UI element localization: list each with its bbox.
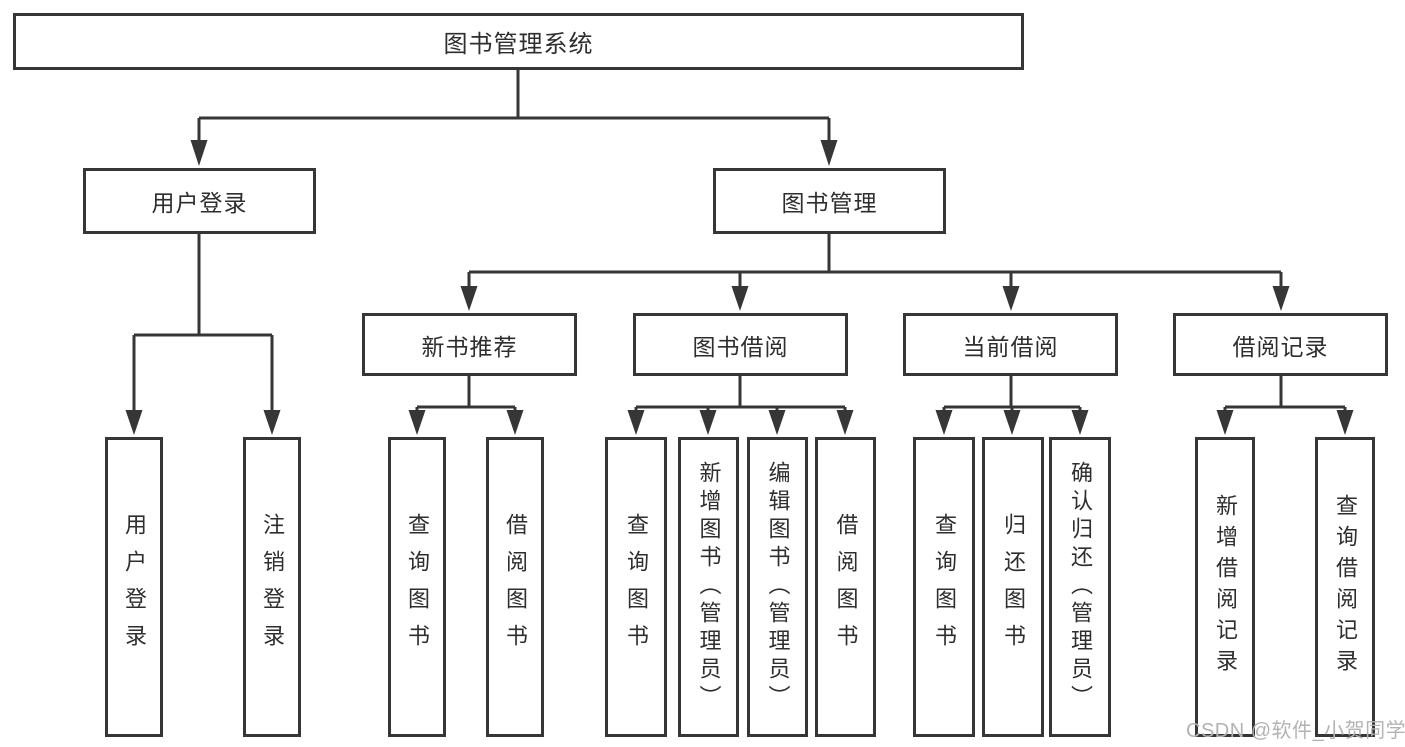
leaf-label: 新增借阅记录 [1213,494,1238,680]
leaf-confirm-return-admin: 确认归还（管理员） [1049,437,1111,737]
leaf-label: 查询借阅记录 [1333,494,1358,680]
arrow-down-icon [836,410,854,435]
node-label: 借阅记录 [1232,333,1329,360]
arrow-down-icon [263,410,281,435]
arrow-down-icon [1002,286,1020,311]
arrow-down-icon [935,410,953,435]
arrow-down-icon [408,410,426,435]
leaf-label: 借阅图书 [833,513,859,661]
node-borrowing-records: 借阅记录 [1173,313,1388,376]
leaf-query-books-recommend: 查询图书 [388,437,446,737]
node-label: 图书管理 [781,190,878,216]
node-label: 当前借阅 [962,333,1059,360]
arrow-down-icon [1272,286,1290,311]
leaf-label: 查询图书 [932,513,957,661]
node-user-login: 用户登录 [83,168,316,234]
node-library-management-system: 图书管理系统 [13,13,1024,70]
node-book-borrowing: 图书借阅 [633,313,848,376]
node-label: 用户登录 [151,190,248,216]
arrow-down-icon [699,410,717,435]
arrow-down-icon [731,286,749,311]
leaf-query-books-borrowing: 查询图书 [605,437,667,737]
node-current-borrowing: 当前借阅 [903,313,1118,376]
arrow-down-icon [1003,410,1021,435]
arrow-down-icon [506,410,524,435]
node-book-management: 图书管理 [713,168,946,234]
arrow-down-icon [1336,410,1354,435]
leaf-label: 注销登录 [260,513,285,661]
node-new-book-recommendation: 新书推荐 [362,313,577,376]
leaf-add-book-admin: 新增图书（管理员） [678,437,739,737]
arrow-down-icon [768,410,786,435]
leaf-label: 查询图书 [405,513,430,661]
leaf-label: 查询图书 [624,513,649,661]
leaf-borrow-books-recommend: 借阅图书 [486,437,544,737]
leaf-user-login: 用户登录 [105,437,163,737]
arrow-down-icon [820,140,838,166]
leaf-add-borrow-record: 新增借阅记录 [1195,437,1255,737]
node-label: 图书管理系统 [443,31,594,58]
arrow-down-icon [190,140,208,166]
leaf-edit-book-admin: 编辑图书（管理员） [747,437,808,737]
leaf-label: 借阅图书 [503,513,528,661]
leaf-borrow-books-borrowing: 借阅图书 [815,437,876,737]
arrow-down-icon [627,410,645,435]
arrow-down-icon [460,286,478,311]
leaf-return-book: 归还图书 [982,437,1044,737]
csdn-watermark: CSDN @软件_小贺同学 [1186,720,1405,742]
node-label: 图书借阅 [692,333,789,360]
arrow-down-icon [1216,410,1234,435]
leaf-query-borrow-record: 查询借阅记录 [1315,437,1375,737]
arrowheads [125,140,1354,435]
node-label: 新书推荐 [421,333,518,360]
leaf-label: 编辑图书（管理员） [765,461,791,713]
arrow-down-icon [125,410,143,435]
leaf-logout: 注销登录 [243,437,301,737]
leaf-label: 用户登录 [122,513,147,661]
arrow-down-icon [1071,410,1089,435]
leaf-label: 确认归还（管理员） [1068,461,1093,713]
leaf-label: 新增图书（管理员） [696,461,722,713]
leaf-query-books-current: 查询图书 [913,437,975,737]
leaf-label: 归还图书 [1001,513,1026,661]
